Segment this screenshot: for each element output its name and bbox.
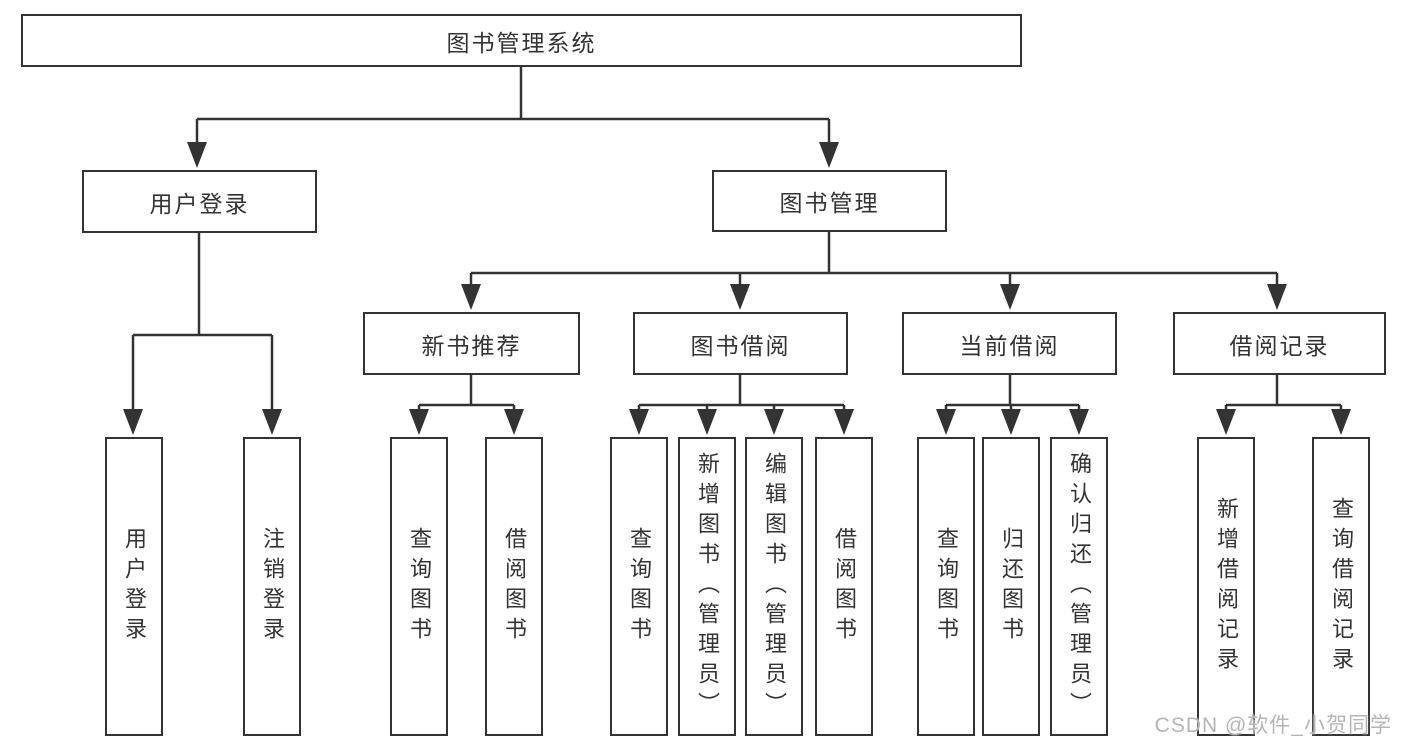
node-section-borrow-records: 借阅记录: [1173, 312, 1386, 375]
leaf-borrow-add-books-admin: 新增图书（管理员）: [678, 437, 736, 736]
leaf-recommend-borrow-books: 借阅图书: [485, 437, 543, 736]
leaf-records-add-record-label: 新增借阅记录: [1214, 496, 1239, 677]
leaf-borrow-edit-books-admin: 编辑图书（管理员）: [745, 437, 803, 736]
leaf-current-confirm-return-admin: 确认归还（管理员）: [1050, 437, 1108, 736]
node-book-management: 图书管理: [712, 170, 947, 232]
leaf-user-login: 用户登录: [105, 437, 163, 736]
node-root: 图书管理系统: [21, 14, 1022, 67]
leaf-recommend-query-books-label: 查询图书: [407, 526, 432, 647]
leaf-recommend-borrow-books-label: 借阅图书: [502, 526, 527, 647]
leaf-records-query-record: 查询借阅记录: [1312, 437, 1370, 736]
leaf-borrow-borrow-books-label: 借阅图书: [832, 526, 857, 647]
leaf-borrow-query-books: 查询图书: [610, 437, 668, 736]
leaf-logout-label: 注销登录: [260, 526, 285, 647]
leaf-borrow-add-books-admin-label: 新增图书（管理员）: [695, 451, 720, 722]
leaf-recommend-query-books: 查询图书: [390, 437, 448, 736]
node-section-book-borrow: 图书借阅: [633, 312, 848, 375]
leaf-borrow-borrow-books: 借阅图书: [815, 437, 873, 736]
leaf-borrow-query-books-label: 查询图书: [627, 526, 652, 647]
leaf-borrow-edit-books-admin-label: 编辑图书（管理员）: [762, 451, 787, 722]
leaf-user-login-label: 用户登录: [122, 526, 147, 647]
leaf-current-return-books-label: 归还图书: [999, 526, 1024, 647]
leaf-current-return-books: 归还图书: [982, 437, 1040, 736]
node-section-current-borrow: 当前借阅: [902, 312, 1117, 375]
leaf-records-query-record-label: 查询借阅记录: [1329, 496, 1354, 677]
leaf-logout: 注销登录: [243, 437, 301, 736]
watermark: CSDN @软件_小贺同学: [1154, 714, 1392, 737]
leaf-current-query-books-label: 查询图书: [934, 526, 959, 647]
leaf-current-confirm-return-admin-label: 确认归还（管理员）: [1067, 451, 1092, 722]
leaf-current-query-books: 查询图书: [917, 437, 975, 736]
leaf-records-add-record: 新增借阅记录: [1197, 437, 1255, 736]
node-user-login: 用户登录: [82, 170, 317, 233]
node-section-new-book-recommend: 新书推荐: [363, 312, 580, 375]
